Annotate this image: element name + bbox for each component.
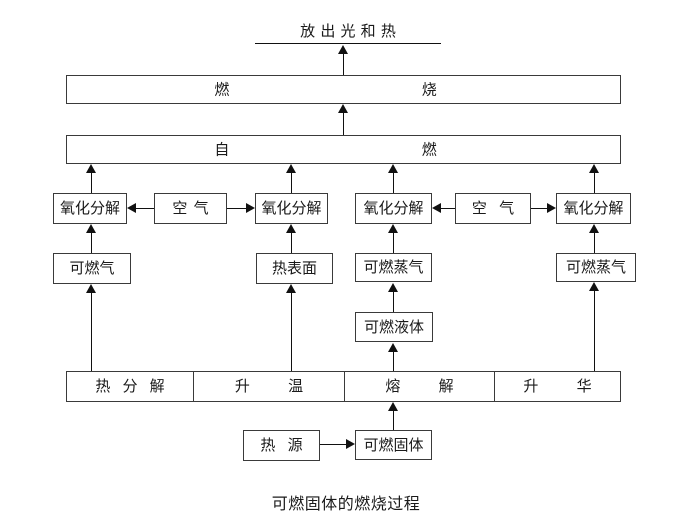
arrow-vaporleft-to-oxidation3 — [388, 224, 399, 253]
box-oxidation-4: 氧化分解 — [556, 193, 631, 224]
arrow-air2-to-oxidation4 — [531, 203, 556, 214]
arrow-decomposition-to-gas — [86, 284, 97, 371]
arrow-oxidation3-to-autoignition — [388, 164, 399, 193]
arrow-oxidation4-to-autoignition — [589, 164, 600, 193]
combustion-char-left: 燃 — [214, 81, 230, 98]
combustion-char-right: 烧 — [421, 81, 437, 98]
arrow-sublimation-to-vapor — [589, 282, 600, 371]
box-air-1: 空 气 — [154, 193, 227, 224]
box-combustible-solid: 可燃固体 — [355, 430, 432, 460]
box-autoignition: 自 燃 — [66, 135, 621, 164]
cell-thermal-decomposition: 热 分 解 — [67, 372, 194, 401]
box-oxidation-1: 氧化分解 — [53, 193, 127, 224]
box-combustion: 燃 烧 — [66, 75, 621, 104]
arrow-liquid-to-vapor — [388, 283, 399, 312]
box-oxidation-2: 氧化分解 — [255, 193, 328, 224]
arrow-combustion-to-result — [338, 45, 349, 75]
box-combustible-liquid: 可燃液体 — [355, 312, 433, 342]
diagram-caption: 可燃固体的燃烧过程 — [271, 496, 421, 513]
box-hot-surface: 热表面 — [256, 253, 333, 284]
box-oxidation-3: 氧化分解 — [355, 193, 432, 224]
autoignition-char-right: 燃 — [421, 141, 437, 158]
arrow-air1-to-oxidation1 — [127, 203, 154, 214]
arrow-heatsource-to-solid — [320, 439, 355, 450]
arrow-oxidation1-to-autoignition — [86, 164, 97, 193]
arrow-vaporright-to-oxidation4 — [589, 224, 600, 253]
box-process-row: 热 分 解 升 温 熔 解 升 华 — [66, 371, 621, 402]
box-air-2: 空 气 — [455, 193, 531, 224]
box-combustible-vapor-right: 可燃蒸气 — [556, 253, 636, 282]
arrow-gas-to-oxidation1 — [86, 224, 97, 253]
cell-sublimation: 升 华 — [523, 378, 592, 395]
arrow-hotsurface-to-oxidation2 — [286, 224, 297, 253]
autoignition-char-left: 自 — [214, 141, 230, 158]
cell-heating-up: 升 温 — [194, 372, 345, 401]
box-combustible-gas: 可燃气 — [53, 253, 131, 284]
arrow-air2-to-oxidation3 — [432, 203, 455, 214]
arrow-oxidation2-to-autoignition — [286, 164, 297, 193]
arrow-air1-to-oxidation2 — [227, 203, 255, 214]
box-combustible-vapor-left: 可燃蒸气 — [355, 253, 432, 282]
cell-melting: 熔 解 — [345, 372, 495, 401]
arrow-heatingup-to-hotsurface — [286, 284, 297, 371]
arrow-autoignition-to-combustion — [338, 104, 349, 135]
box-heat-source: 热 源 — [243, 430, 320, 461]
arrow-melting-to-liquid — [388, 343, 399, 371]
arrow-solid-to-process — [388, 402, 399, 430]
result-label: 放 出 光 和 热 — [300, 23, 396, 40]
result-underline — [255, 43, 441, 44]
